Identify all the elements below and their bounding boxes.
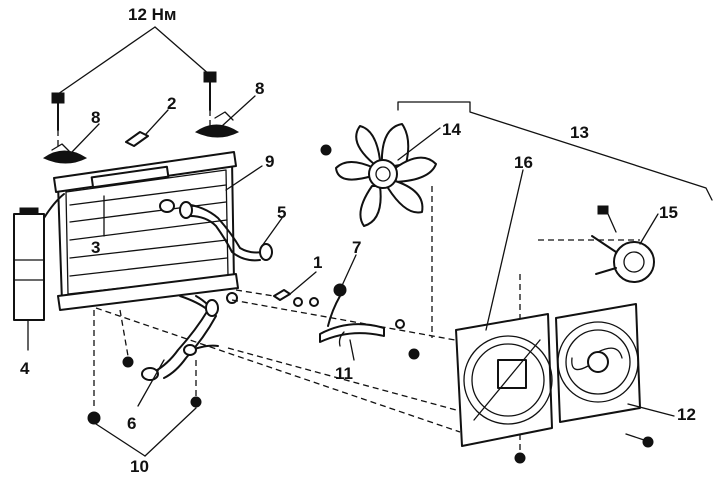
callout-5: 5 [277,203,286,222]
top-right-bolt [203,71,217,128]
fan-shroud-left [455,313,553,447]
torque-spec-label: 12 Нм [128,5,177,24]
callout-8-right: 8 [255,79,264,98]
callout-2: 2 [167,94,176,113]
fan-shroud-right [555,303,641,423]
callout-16: 16 [514,153,533,172]
bracket-part-11 [319,319,405,347]
callout-1: 1 [313,253,322,272]
callout-3: 3 [91,238,100,257]
callout-leader-lines [27,95,675,457]
callout-labels: 1 2 3 4 5 6 7 8 8 9 10 11 12 13 14 15 16 [20,79,696,476]
callout-11: 11 [335,364,353,383]
callout-7: 7 [352,238,361,257]
bottom-bolt-right [190,360,202,408]
callout-14: 14 [442,120,461,139]
hose-clamps [226,292,319,307]
upper-radiator-hose [179,201,273,262]
callout-8-left: 8 [91,108,100,127]
nut-part-lower [119,309,134,368]
radiator-filler-neck [90,165,175,213]
assembly-bracket-13 [397,101,713,201]
callout-15: 15 [659,203,678,222]
shroud-bolts [408,348,654,464]
bottom-bolt-left [87,310,101,425]
cooling-fan-blade [320,123,437,227]
coolant-reservoir [13,193,65,321]
mounting-cushion-left [42,143,88,164]
drain-plug-part-1 [235,289,291,301]
callout-9: 9 [265,152,274,171]
callout-4: 4 [20,359,30,378]
lower-radiator-hose [141,295,219,381]
callout-6: 6 [127,414,136,433]
callout-13: 13 [570,123,589,142]
mounting-cushion-right [194,111,240,138]
callout-12: 12 [677,405,696,424]
callout-10: 10 [130,457,149,476]
clip-part-2 [125,131,149,147]
fan-motor [591,205,655,283]
top-left-bolt [51,92,65,150]
torque-leader-lines [57,26,211,95]
